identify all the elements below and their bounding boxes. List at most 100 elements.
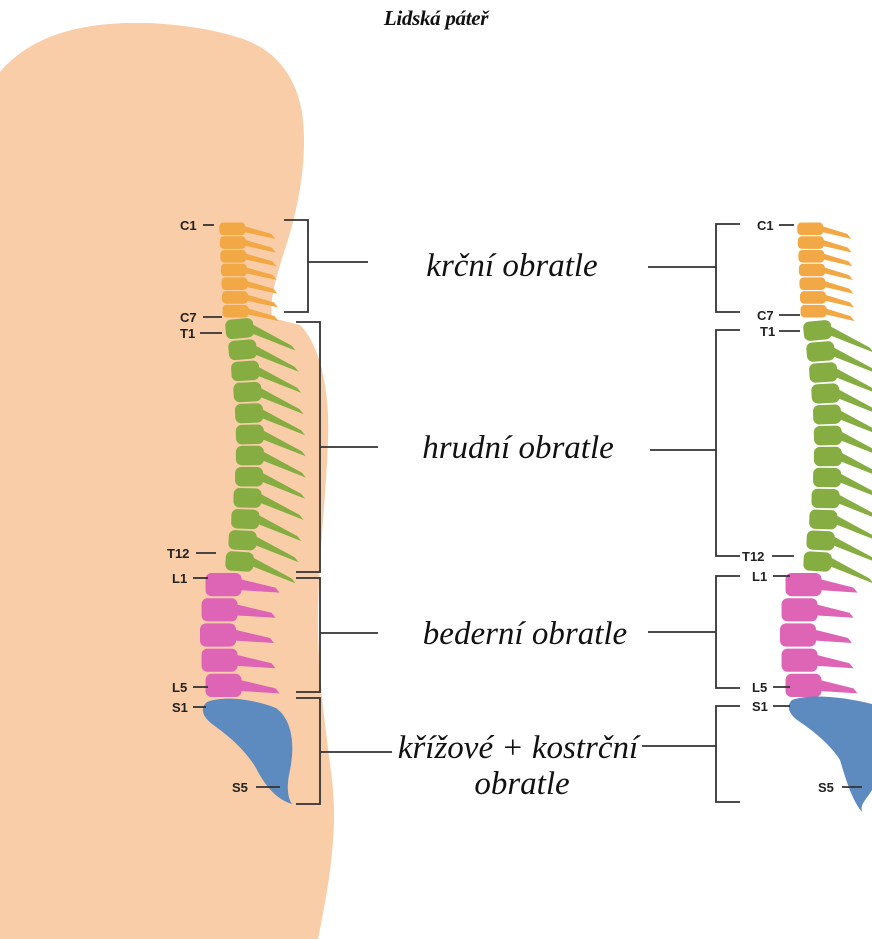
spinous-process (840, 452, 872, 479)
vertebra-body (782, 598, 818, 621)
vertebra-body (233, 488, 261, 508)
vertebra-body (200, 623, 236, 646)
spinous-process (824, 294, 854, 307)
vertebra-body (782, 649, 818, 672)
label-lumbar: bederní obratle (423, 616, 627, 652)
vertebra-body (221, 264, 247, 277)
spinous-process (820, 680, 858, 694)
vertebra-body (800, 291, 826, 304)
label-thoracic: hrudní obratle (422, 430, 614, 466)
vertebra-body (236, 446, 264, 466)
vertebra-body (798, 236, 824, 249)
vertebra-body (806, 530, 835, 551)
vertebra-body (786, 573, 822, 596)
spinous-process (816, 655, 854, 669)
spinous-process (823, 267, 853, 280)
spinous-process (835, 515, 872, 542)
vertebra-body (231, 509, 260, 529)
vertebra-body (228, 339, 258, 361)
label-s1-left: S1 (172, 700, 188, 715)
lumbar-segment-right (780, 573, 858, 697)
vertebra-body (813, 404, 842, 424)
vertebra-body (803, 320, 833, 342)
vertebra-body (814, 425, 842, 445)
vertebra-body (809, 509, 838, 529)
vertebra-body (219, 223, 245, 236)
label-c7-right: C7 (757, 308, 774, 323)
vertebra-body (235, 403, 264, 424)
spinous-process (830, 557, 872, 584)
spinous-process (840, 431, 872, 458)
vertebra-body (202, 598, 238, 621)
vertebra-body (235, 467, 263, 487)
vertebra-body (801, 305, 827, 318)
label-c1-left: C1 (180, 218, 197, 233)
vertebra-body (222, 291, 248, 304)
vertebra-body (803, 551, 832, 572)
label-c7-left: C7 (180, 310, 197, 325)
spinous-process (838, 389, 872, 416)
thoracic-segment-right (803, 320, 872, 584)
vertebra-body (786, 674, 822, 697)
vertebra-body (225, 318, 255, 340)
vertebra-body (809, 362, 838, 383)
label-sacral-line2: obratle (474, 766, 569, 802)
spinous-process (839, 473, 872, 500)
vertebra-body (233, 382, 262, 403)
label-s5-right: S5 (818, 780, 834, 795)
label-s5-left: S5 (232, 780, 248, 795)
label-t1-right: T1 (760, 324, 775, 339)
spinous-process (838, 494, 872, 521)
spinous-process (833, 536, 872, 563)
spine-right (780, 223, 872, 812)
spinous-process (830, 326, 872, 353)
spinous-process (816, 604, 854, 618)
vertebra-body (220, 250, 246, 263)
vertebra-body (806, 341, 836, 363)
vertebra-body (799, 277, 825, 290)
spinous-process (822, 253, 852, 266)
label-l5-left: L5 (172, 680, 187, 695)
label-l5-right: L5 (752, 680, 767, 695)
spinous-process (839, 410, 872, 437)
label-t1-left: T1 (180, 326, 195, 341)
vertebra-body (221, 277, 247, 290)
label-l1-right: L1 (752, 569, 767, 584)
vertebra-body (811, 489, 839, 509)
label-cervical: krční obratle (426, 248, 597, 284)
vertebra-body (813, 468, 841, 487)
brackets-right (642, 224, 740, 802)
label-t12-left: T12 (167, 546, 189, 561)
spinous-process (825, 308, 855, 321)
label-s1-right: S1 (752, 699, 768, 714)
spinous-process (814, 629, 852, 643)
vertebra-body (223, 305, 249, 318)
vertebra-body (799, 264, 825, 277)
vertebra-body (798, 250, 824, 263)
vertebra-body (811, 383, 840, 404)
vertebra-body (236, 424, 264, 444)
vertebra-body (220, 236, 246, 249)
spinous-process (823, 281, 853, 294)
spinous-process (822, 240, 852, 253)
label-sacral-line1: křížové + kostrční (398, 730, 641, 766)
vertebra-body (206, 674, 242, 697)
vertebra-body (228, 530, 257, 551)
cervical-segment-right (797, 223, 854, 322)
vertebra-body (202, 649, 238, 672)
spinous-process (833, 347, 872, 374)
label-l1-left: L1 (172, 571, 187, 586)
vertebra-body (231, 360, 260, 381)
label-c1-right: C1 (757, 218, 774, 233)
spinous-process (821, 226, 851, 239)
vertebra-body (225, 551, 254, 572)
vertebra-body (206, 573, 242, 596)
vertebra-body (814, 447, 842, 467)
label-t12-right: T12 (742, 549, 764, 564)
spinous-process (835, 368, 872, 395)
vertebra-body (797, 223, 823, 236)
spinous-process (820, 579, 858, 593)
vertebra-body (780, 623, 816, 646)
group-labels: krční obratle hrudní obratle bederní obr… (398, 248, 641, 802)
